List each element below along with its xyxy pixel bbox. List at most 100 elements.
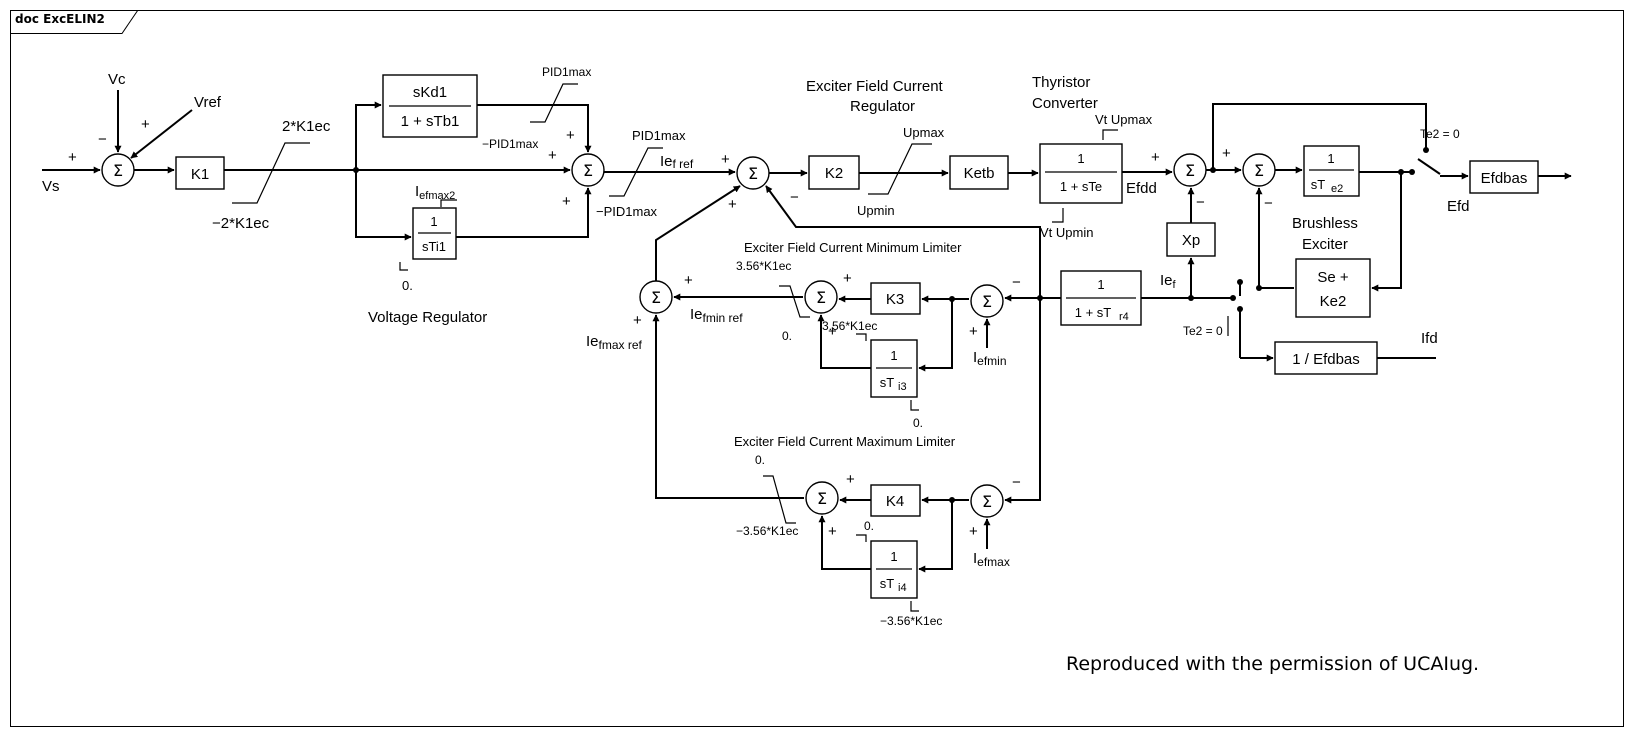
svg-text:sKd1: sKd1 [413, 84, 447, 101]
svg-text:Efdbas: Efdbas [1481, 170, 1528, 187]
svg-text:+: + [562, 193, 571, 210]
xp-block: Xp [1166, 222, 1216, 257]
svg-text:Σ: Σ [651, 288, 661, 307]
frame-tab [10, 10, 139, 34]
svg-text:Σ: Σ [982, 292, 992, 311]
label-ti3-pos: 3.56*K1ec [822, 319, 877, 333]
svg-text:+: + [969, 323, 978, 340]
label-vs: Vs [42, 178, 60, 195]
svg-text:e2: e2 [1331, 183, 1343, 195]
svg-text:1: 1 [890, 348, 897, 363]
permission-credit: Reproduced with the permission of UCAIug… [1066, 653, 1480, 675]
label-efd: Efd [1447, 198, 1470, 215]
summing-junction-exciter: Σ [1242, 153, 1276, 187]
svg-text:K1: K1 [191, 166, 209, 183]
svg-text:K4: K4 [886, 493, 904, 510]
svg-text:1: 1 [1097, 277, 1104, 292]
svg-text:+: + [846, 471, 855, 488]
label-pid1max-neg-top: −PID1max [482, 137, 538, 151]
label-pid1max-out: PID1max [632, 128, 686, 143]
svg-text:Ketb: Ketb [964, 165, 995, 182]
label-max-limiter-neg: −3.56*K1ec [736, 524, 798, 538]
summing-junction-limiters: Σ [639, 280, 673, 314]
svg-text:Σ: Σ [816, 288, 826, 307]
label-iefmin-ref: Iefmin ref [690, 306, 743, 325]
svg-text:+: + [1151, 149, 1160, 166]
label-iefmax2: Iefmax2 [415, 183, 455, 202]
svg-text:i4: i4 [898, 582, 907, 594]
svg-text:1 + sT: 1 + sT [1075, 305, 1112, 320]
svg-text:1: 1 [1077, 151, 1084, 166]
svg-text:−: − [98, 131, 107, 148]
svg-text:+: + [721, 151, 730, 168]
svg-text:Xp: Xp [1182, 232, 1200, 249]
label-upmin: Upmin [857, 203, 895, 218]
svg-text:−: − [1012, 274, 1021, 291]
summing-junction-max-in: Σ [970, 484, 1004, 518]
label-te2-zero-top: Te2 = 0 [1420, 127, 1460, 141]
summing-junction-min-in: Σ [970, 284, 1004, 318]
title-brushless-line1: Brushless [1292, 215, 1358, 232]
svg-text:Σ: Σ [113, 161, 123, 180]
label-vc: Vc [108, 71, 126, 88]
svg-text:+: + [969, 523, 978, 540]
sign-labels: + − + + + + + − + + − + − + + + + − + + … [68, 116, 1273, 540]
saturation-se-ke2-block: Se + Ke2 [1295, 258, 1371, 318]
svg-text:Σ: Σ [982, 492, 992, 511]
label-min-limiter-pos: 3.56*K1ec [736, 259, 791, 273]
title-field-current-regulator-line1: Exciter Field Current [806, 78, 944, 95]
svg-text:+: + [1222, 145, 1231, 162]
svg-text:+: + [68, 149, 77, 166]
signal-lines [42, 90, 1572, 573]
label-iefmax-ref: Iefmax ref [586, 333, 643, 352]
summing-junction-min-out: Σ [804, 280, 838, 314]
svg-text:sT: sT [1311, 177, 1326, 192]
label-ifd: Ifd [1421, 330, 1438, 347]
efdbas-block: Efdbas [1469, 160, 1539, 194]
title-max-limiter: Exciter Field Current Maximum Limiter [734, 434, 956, 449]
svg-text:−: − [1012, 474, 1021, 491]
branch-dots [353, 147, 1429, 503]
label-efdd: Efdd [1126, 180, 1157, 197]
svg-text:Σ: Σ [817, 489, 827, 508]
inv-efdbas-block: 1 / Efdbas [1274, 341, 1378, 375]
label-ief-ref: Ief ref [660, 153, 694, 171]
label-max-limiter-zero: 0. [755, 453, 765, 467]
svg-text:Σ: Σ [1185, 161, 1195, 180]
label-k1ec-negative: −2*K1ec [212, 215, 270, 232]
title-min-limiter: Exciter Field Current Minimum Limiter [744, 240, 962, 255]
svg-text:K2: K2 [825, 165, 843, 182]
svg-text:−: − [1264, 195, 1273, 212]
title-field-current-regulator-line2: Regulator [850, 98, 915, 115]
label-iefmax: Iefmax [973, 550, 1010, 569]
svg-text:1 + sTe: 1 + sTe [1060, 179, 1102, 194]
label-pid1max-neg-out: −PID1max [596, 204, 658, 219]
svg-text:sT: sT [880, 375, 895, 390]
svg-text:sTi1: sTi1 [422, 239, 446, 254]
svg-text:+: + [566, 127, 575, 144]
label-ti4-zero: 0. [864, 519, 874, 533]
summing-junction-xp: Σ [1173, 153, 1207, 187]
svg-text:1 + sTb1: 1 + sTb1 [401, 113, 460, 130]
svg-text:+: + [728, 196, 737, 213]
svg-text:Se +: Se + [1317, 269, 1349, 286]
svg-text:1: 1 [890, 549, 897, 564]
summing-junction-pid: Σ [571, 153, 605, 187]
k2-block: K2 [808, 155, 860, 190]
pid-derivative-block: sKd1 1 + sTb1 [382, 74, 478, 138]
svg-text:+: + [548, 147, 557, 164]
title-thyristor-line2: Converter [1032, 95, 1098, 112]
limiter-symbols [232, 83, 1229, 612]
svg-text:Σ: Σ [583, 161, 593, 180]
label-ti4-neg: −3.56*K1ec [880, 614, 942, 628]
svg-text:Ke2: Ke2 [1320, 293, 1347, 310]
svg-text:+: + [141, 116, 150, 133]
label-ief: Ief [1160, 272, 1177, 291]
label-k1ec-positive: 2*K1ec [282, 118, 331, 135]
label-ti3-zero: 0. [913, 416, 923, 430]
